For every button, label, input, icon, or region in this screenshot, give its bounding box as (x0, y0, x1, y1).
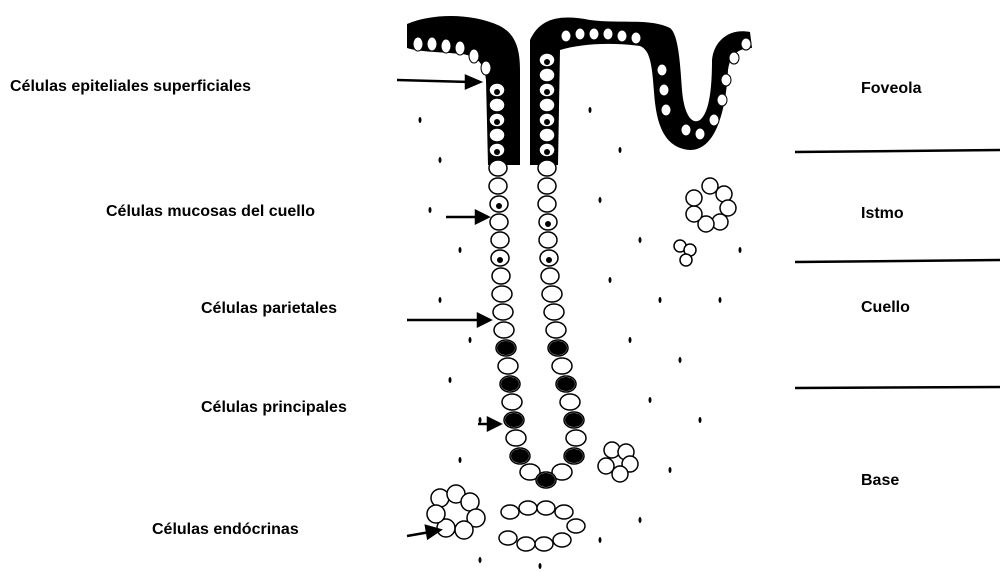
zone-divider-base (795, 387, 1000, 388)
pointer-arrows (397, 76, 500, 538)
zone-istmo: Istmo (861, 205, 904, 223)
zone-divider-cuello (795, 260, 1000, 262)
label-mucosas-del-cuello: Células mucosas del cuello (106, 203, 315, 221)
cross-section-istmo (674, 178, 736, 266)
zone-divider-istmo (795, 150, 1000, 152)
zone-cuello: Cuello (861, 299, 910, 317)
zone-base: Base (861, 472, 899, 490)
label-principales: Células principales (201, 399, 347, 417)
cross-section-base (427, 442, 638, 551)
zone-foveola: Foveola (861, 80, 921, 98)
arrow-epiteliales (397, 80, 470, 82)
label-parietales: Células parietales (201, 300, 337, 318)
label-endocrinas: Células endócrinas (152, 521, 299, 539)
label-epiteliales-superficiales: Células epiteliales superficiales (10, 78, 251, 96)
